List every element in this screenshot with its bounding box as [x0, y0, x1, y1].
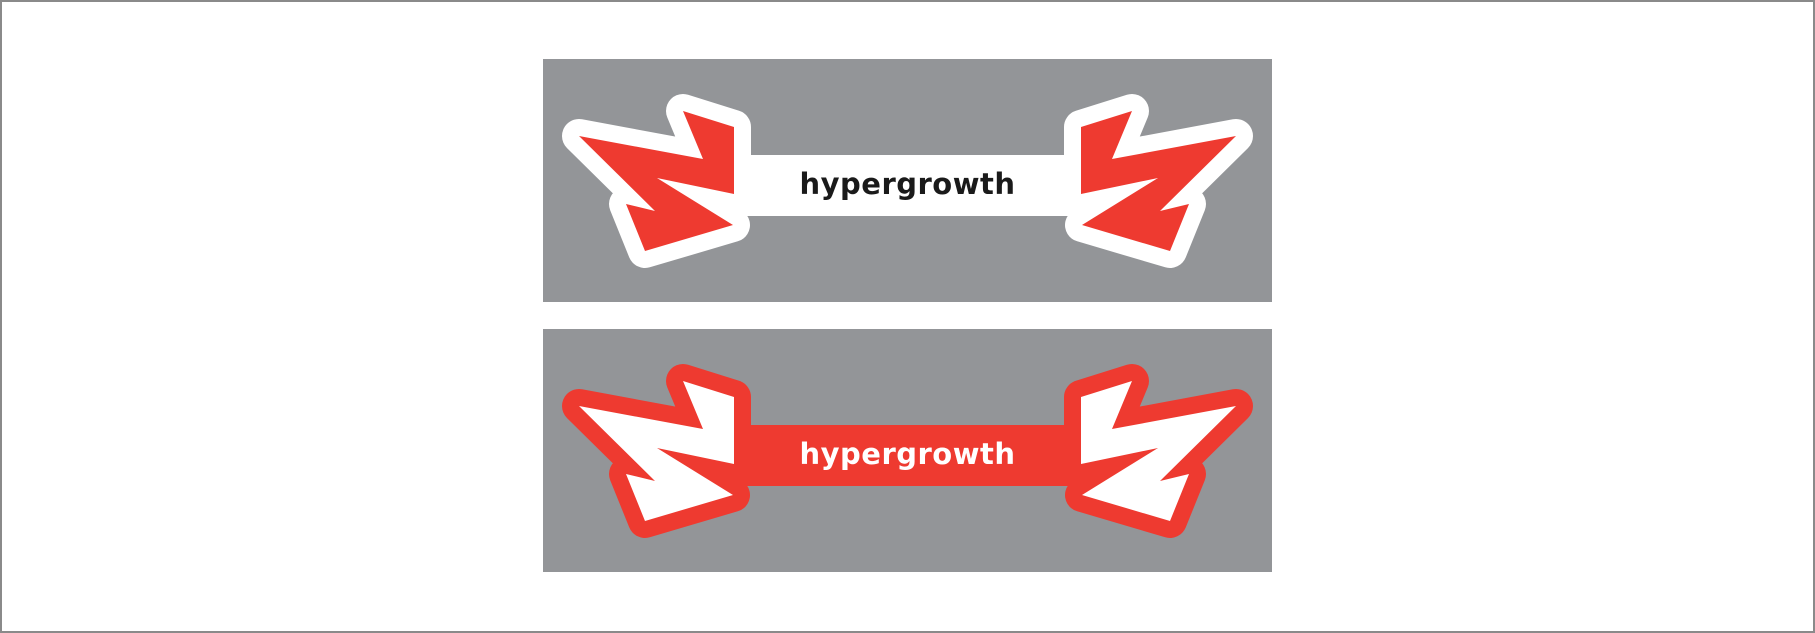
- emblem-outline: [579, 381, 1236, 521]
- logo-panel-light: hypergrowth: [543, 59, 1272, 302]
- wordmark-banner: [720, 425, 1095, 486]
- wordmark: hypergrowth: [799, 167, 1015, 201]
- logo-panel-inverted: hypergrowth: [543, 329, 1272, 572]
- emblem-outline: [579, 111, 1236, 251]
- wordmark-banner: [720, 155, 1095, 216]
- wordmark: hypergrowth: [799, 437, 1015, 471]
